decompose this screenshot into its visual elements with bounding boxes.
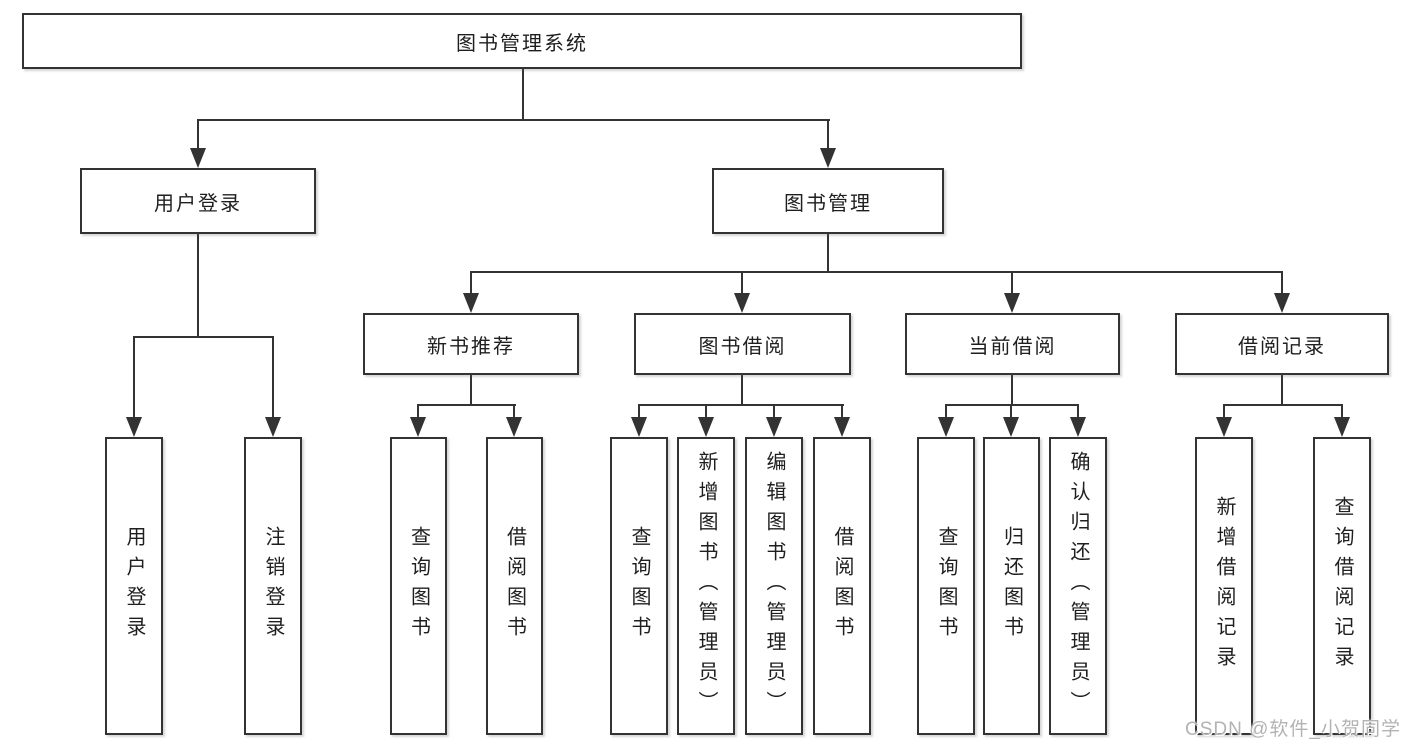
- node-nbr-borrow-books: 借阅图书: [486, 437, 543, 735]
- edge-cb-drop-confirm: [1077, 404, 1079, 419]
- edge-nbr-drop-borrow: [513, 404, 515, 419]
- edge-drop-borrowing-records: [1281, 271, 1283, 295]
- arrowhead-to-bb-borrow-icon: [834, 417, 850, 437]
- arrowhead-to-bb-add-icon: [698, 417, 714, 437]
- node-br-add-record-label: 新增借阅记录: [1213, 496, 1235, 676]
- node-book-management: 图书管理: [712, 168, 944, 234]
- node-bb-edit-books: 编辑图书（管理员）: [745, 437, 803, 735]
- edge-br-bar: [1223, 404, 1343, 406]
- node-borrowing-records-label: 借阅记录: [1238, 335, 1326, 358]
- node-logout: 注销登录: [244, 437, 302, 735]
- watermark: CSDN @软件_小贺同学: [1185, 719, 1401, 740]
- node-logout-label: 注销登录: [262, 526, 284, 646]
- edge-cb-drop-return: [1010, 404, 1012, 419]
- edge-br-drop-add: [1223, 404, 1225, 419]
- node-bb-query-books: 查询图书: [610, 437, 668, 735]
- arrowhead-to-cb-confirm-icon: [1070, 417, 1086, 437]
- edge-user-login-bar: [133, 336, 274, 338]
- edge-user-login-drop-logout: [272, 336, 274, 419]
- arrowhead-to-user-login-icon: [190, 148, 206, 168]
- node-bb-add-books: 新增图书（管理员）: [677, 437, 735, 735]
- node-cb-return-books-label: 归还图书: [1000, 526, 1023, 646]
- edge-user-login-stem: [197, 233, 199, 338]
- node-br-query-record-label: 查询借阅记录: [1331, 496, 1353, 676]
- arrowhead-to-nbr-borrow-icon: [506, 417, 522, 437]
- node-bb-query-books-label: 查询图书: [628, 526, 650, 646]
- edge-nbr-drop-query: [417, 404, 419, 419]
- node-cb-return-books: 归还图书: [983, 437, 1040, 735]
- node-nbr-borrow-books-label: 借阅图书: [503, 526, 526, 646]
- edge-bb-drop-add: [705, 404, 707, 419]
- arrowhead-to-bb-edit-icon: [766, 417, 782, 437]
- edge-drop-new-book-recommend: [470, 271, 472, 295]
- arrowhead-to-bb-query-icon: [631, 417, 647, 437]
- edge-root-bar: [197, 119, 830, 121]
- node-nbr-query-books-label: 查询图书: [407, 526, 430, 646]
- edge-nbr-stem: [470, 374, 472, 406]
- arrowhead-to-cb-return-icon: [1003, 417, 1019, 437]
- arrowhead-to-br-add-icon: [1216, 417, 1232, 437]
- node-current-borrowing-label: 当前借阅: [968, 335, 1057, 358]
- edge-root-drop-book-management: [827, 119, 829, 150]
- edge-drop-current-borrowing: [1011, 271, 1013, 295]
- edge-user-login-drop-login: [133, 336, 135, 419]
- edge-root-stem: [522, 69, 524, 121]
- edge-bb-drop-query: [638, 404, 640, 419]
- edge-root-drop-user-login: [197, 119, 199, 150]
- node-cb-confirm-return-label: 确认归还（管理员）: [1067, 451, 1089, 721]
- node-bb-add-books-label: 新增图书（管理员）: [695, 451, 717, 721]
- node-bb-borrow-books-label: 借阅图书: [831, 526, 853, 646]
- node-user-login: 用户登录: [80, 168, 316, 234]
- node-bb-edit-books-label: 编辑图书（管理员）: [763, 451, 785, 721]
- node-br-add-record: 新增借阅记录: [1195, 437, 1253, 735]
- edge-br-stem: [1281, 374, 1283, 406]
- node-br-query-record: 查询借阅记录: [1313, 437, 1371, 735]
- node-cb-query-books-label: 查询图书: [935, 526, 957, 646]
- arrowhead-to-new-book-recommend-icon: [463, 293, 479, 313]
- node-bb-borrow-books: 借阅图书: [813, 437, 871, 735]
- edge-bb-stem: [741, 374, 743, 406]
- arrowhead-to-br-query-icon: [1334, 417, 1350, 437]
- node-current-borrowing: 当前借阅: [905, 313, 1120, 375]
- edge-bb-drop-edit: [773, 404, 775, 419]
- node-borrowing-records: 借阅记录: [1175, 313, 1389, 375]
- arrowhead-to-current-borrowing-icon: [1004, 293, 1020, 313]
- node-root-label: 图书管理系统: [456, 32, 588, 55]
- node-login: 用户登录: [105, 437, 163, 735]
- node-new-book-recommend-label: 新书推荐: [427, 335, 515, 358]
- node-cb-confirm-return: 确认归还（管理员）: [1049, 437, 1107, 735]
- node-nbr-query-books: 查询图书: [390, 437, 447, 735]
- edge-bb-bar: [638, 404, 844, 406]
- arrowhead-to-nbr-query-icon: [410, 417, 426, 437]
- edge-book-management-bar: [470, 271, 1283, 273]
- arrowhead-to-login-icon: [126, 417, 142, 437]
- node-new-book-recommend: 新书推荐: [363, 313, 579, 375]
- node-book-management-label: 图书管理: [784, 192, 872, 215]
- edge-br-drop-query: [1341, 404, 1343, 419]
- node-book-borrowing: 图书借阅: [634, 313, 851, 375]
- arrowhead-to-borrowing-records-icon: [1274, 293, 1290, 313]
- edge-book-management-stem: [827, 233, 829, 273]
- edge-nbr-bar: [417, 404, 516, 406]
- edge-cb-stem: [1011, 374, 1013, 406]
- arrowhead-to-book-management-icon: [820, 148, 836, 168]
- arrowhead-to-book-borrowing-icon: [734, 293, 750, 313]
- arrowhead-to-logout-icon: [265, 417, 281, 437]
- edge-bb-drop-borrow: [841, 404, 843, 419]
- arrowhead-to-cb-query-icon: [938, 417, 954, 437]
- edge-cb-bar: [945, 404, 1079, 406]
- node-user-login-label: 用户登录: [154, 192, 242, 215]
- node-root: 图书管理系统: [22, 13, 1022, 69]
- node-login-label: 用户登录: [123, 526, 145, 646]
- node-cb-query-books: 查询图书: [917, 437, 975, 735]
- node-book-borrowing-label: 图书借阅: [698, 335, 787, 358]
- edge-drop-book-borrowing: [741, 271, 743, 295]
- edge-cb-drop-query: [945, 404, 947, 419]
